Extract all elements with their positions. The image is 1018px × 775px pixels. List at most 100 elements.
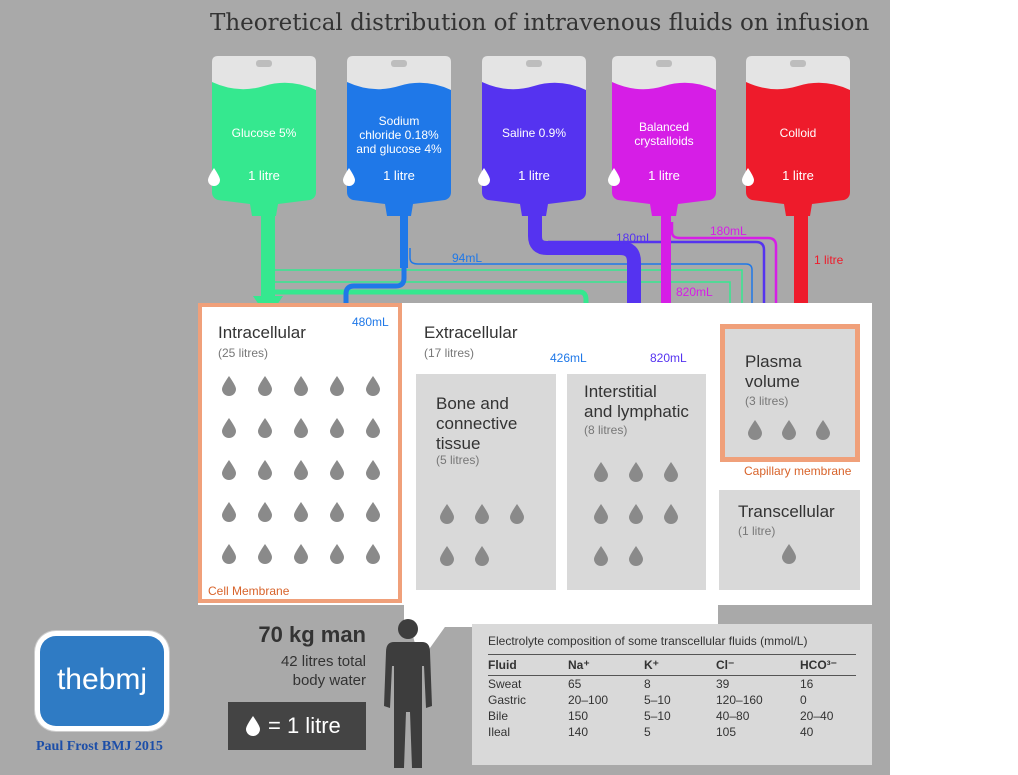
iv-bag-shape <box>612 56 716 216</box>
balanced-to-plasma <box>670 222 778 330</box>
header-k: K⁺ <box>644 654 716 676</box>
table-cell: 20–100 <box>568 693 609 707</box>
drop-icon <box>222 418 236 438</box>
drop-icon <box>330 544 344 564</box>
table-cell: 40 <box>800 725 814 739</box>
sodium-to-plasma <box>409 248 753 330</box>
drop-icon <box>222 460 236 480</box>
table-cell: Gastric <box>488 693 527 707</box>
man-subtitle: 42 litres total body water <box>200 652 366 690</box>
iv-bag-shape <box>482 56 586 216</box>
plasma-compartment <box>720 324 860 462</box>
glucose-mid-flow <box>268 289 589 328</box>
header-hco3: HCO³⁻ <box>800 654 856 676</box>
drop-icon <box>330 460 344 480</box>
drop-icon <box>366 418 380 438</box>
iv-bag-label: Colloid <box>779 126 817 140</box>
drop-icon <box>510 504 524 524</box>
table-row: Gastric 20–100 5–10 120–160 0 <box>488 692 856 708</box>
iv-bag-volume-text: 1 litre <box>518 168 550 183</box>
drop-icon <box>294 460 308 480</box>
drop-icon <box>294 544 308 564</box>
drop-icon <box>294 376 308 396</box>
iv-bag-volume-text: 1 litre <box>383 168 415 183</box>
legend-text: = 1 litre <box>268 713 341 738</box>
drop-icon <box>629 504 643 524</box>
saline-to-plasma <box>548 240 766 330</box>
saline-flow <box>528 216 641 344</box>
drop-icon <box>366 544 380 564</box>
bone-title-line-1: Bone and <box>436 394 509 413</box>
drop-icon <box>608 168 620 186</box>
drop-icon <box>258 544 272 564</box>
plasma-title-line-1: Plasma <box>745 352 802 371</box>
drop-icon <box>258 460 272 480</box>
man-subtitle-line-2: body water <box>292 672 366 689</box>
intracellular-title: Intracellular <box>218 323 306 342</box>
iv-bag-label-line: Balanced <box>638 120 690 134</box>
credit: Paul Frost BMJ 2015 <box>36 739 163 754</box>
drop-icon <box>222 376 236 396</box>
electrolyte-table-title: Electrolyte composition of some transcel… <box>488 634 808 648</box>
transcellular-title: Transcellular <box>738 502 835 521</box>
capillary-membrane-label: Capillary membrane <box>744 464 852 478</box>
plasma-title: Plasma volume <box>745 352 802 392</box>
table-cell: 16 <box>800 677 814 691</box>
drop-icon <box>294 502 308 522</box>
table-cell: 0 <box>800 693 807 707</box>
sodium-to-intracellular <box>343 268 407 336</box>
drop-icon <box>440 504 454 524</box>
flow-label-sodium-plasma: 94mL <box>452 251 483 265</box>
interstitial-volume: (8 litres) <box>584 423 628 437</box>
drop-icon <box>475 546 489 566</box>
drop-icon <box>330 418 344 438</box>
iv-bag-label: Glucose 5% <box>231 126 297 140</box>
bmj-logo: thebmj <box>40 636 164 726</box>
table-cell: 20–40 <box>800 709 834 723</box>
iv-bag-label-line: chloride 0.18% <box>359 128 439 142</box>
header-fluid: Fluid <box>488 654 568 676</box>
table-cell: Bile <box>488 709 509 723</box>
drop-icon <box>258 418 272 438</box>
bone-title-line-3: tissue <box>436 434 481 453</box>
legend: = 1 litre <box>228 702 366 750</box>
transcellular-volume: (1 litre) <box>738 524 776 538</box>
iv-bag-1: Glucose 5% 1 litre <box>208 52 320 216</box>
table-cell: 105 <box>716 725 737 739</box>
drop-icon <box>742 168 754 186</box>
flow-label-balanced-interstitial: 820mL <box>676 285 713 299</box>
drop-icon <box>782 544 796 564</box>
drop-icon <box>748 420 762 440</box>
interstitial-title-line-1: Interstitial <box>584 382 657 401</box>
intracellular-volume: (25 litres) <box>218 346 269 360</box>
table-cell: 8 <box>644 677 651 691</box>
transcellular-compartment <box>719 490 860 590</box>
iv-bag-volume: 1 litre <box>608 168 720 186</box>
flow-label-balanced-plasma: 180mL <box>710 224 747 238</box>
flow-label-colloid-plasma: 1 litre <box>814 253 844 267</box>
drop-icon <box>222 502 236 522</box>
iv-bag-label-line: crystalloids <box>634 134 694 148</box>
drop-icon <box>664 504 678 524</box>
iv-bag-volume: 1 litre <box>478 168 590 186</box>
iv-bag-volume-text: 1 litre <box>648 168 680 183</box>
iv-bag-label: Saline 0.9% <box>501 126 567 140</box>
drop-icon <box>594 546 608 566</box>
bone-title-line-2: connective <box>436 414 518 433</box>
table-cell: Ileal <box>488 725 511 739</box>
table-cell: 120–160 <box>716 693 763 707</box>
drop-icon <box>366 460 380 480</box>
flow-label-saline-plasma: 180mL <box>616 231 653 245</box>
iv-bag-volume: 1 litre <box>343 168 455 186</box>
extracellular-volume: (17 litres) <box>424 346 475 360</box>
iv-bag-volume: 1 litre <box>208 168 320 186</box>
table-cell: 5–10 <box>644 693 671 707</box>
table-cell: Sweat <box>488 677 522 691</box>
interstitial-title: Interstitial and lymphatic <box>584 382 689 422</box>
